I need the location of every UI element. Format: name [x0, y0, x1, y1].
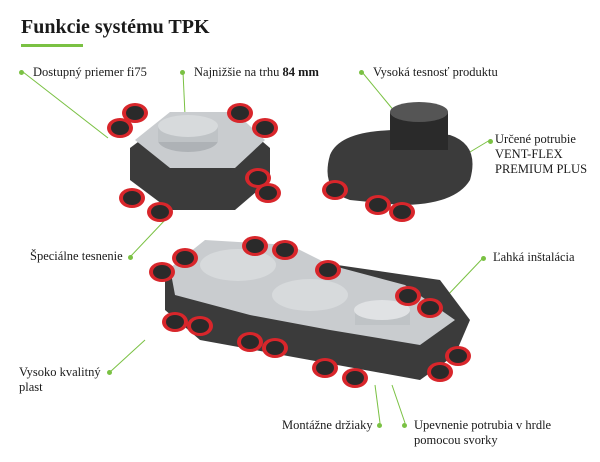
- dot-diameter: [19, 70, 24, 75]
- label-plastic-line1: Vysoko kvalitný: [19, 365, 101, 379]
- dot-easy-install: [481, 256, 486, 261]
- label-diameter: Dostupný priemer fi75: [33, 65, 147, 79]
- label-mount-holders: Montážne držiaky: [282, 418, 373, 432]
- label-clamp-line1: Upevnenie potrubia v hrdle: [414, 418, 552, 432]
- label-special-seal: Špeciálne tesnenie: [30, 249, 123, 263]
- label-clamp-line2: pomocou svorky: [414, 433, 498, 447]
- title-underline: [21, 44, 83, 47]
- splitter-compact: [322, 102, 473, 222]
- label-plastic-line2: plast: [19, 380, 43, 394]
- page-title: Funkcie systému TPK: [21, 16, 210, 38]
- label-pipe-line1: Určené potrubie: [495, 132, 576, 146]
- label-lowest-prefix: Najnižšie na trhu: [194, 65, 280, 79]
- dot-special-seal: [128, 255, 133, 260]
- dot-plastic: [107, 370, 112, 375]
- dot-tightness: [359, 70, 364, 75]
- dot-mount-holders: [377, 423, 382, 428]
- label-lowest: Najnižšie na trhu 84 mm: [194, 65, 319, 80]
- splitter-modular: [149, 236, 471, 388]
- splitter-8-port: [107, 103, 281, 222]
- label-tightness: Vysoká tesnosť produktu: [373, 65, 498, 79]
- label-lowest-value: 84 mm: [282, 65, 319, 79]
- label-pipe-line3: PREMIUM PLUS: [495, 162, 588, 176]
- dot-pipe: [488, 139, 493, 144]
- label-pipe-line2: VENT-FLEX: [495, 147, 563, 161]
- dot-lowest: [180, 70, 185, 75]
- dot-clamp: [402, 423, 407, 428]
- label-easy-install: Ľahká inštalácia: [493, 250, 575, 264]
